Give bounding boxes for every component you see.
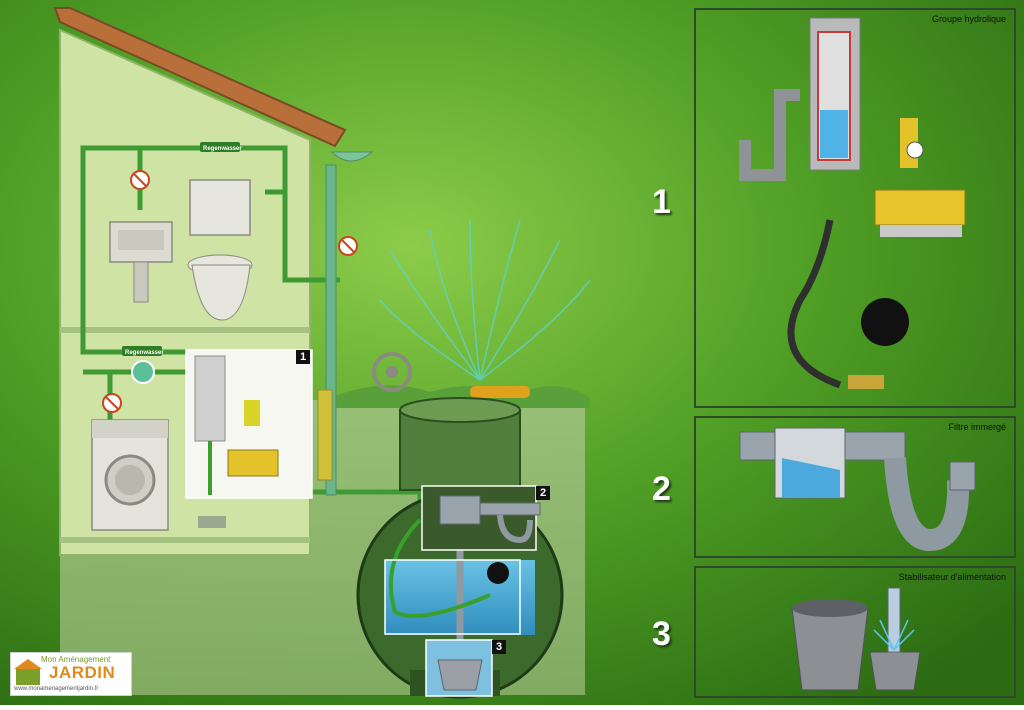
panel-submerged-filter-title: Filtre immergé — [948, 422, 1006, 432]
callout-2: 2 — [536, 486, 550, 500]
panel-stabilizer-title: Stabilisateur d'alimentation — [898, 572, 1006, 582]
pipe-label-tag-top — [200, 142, 240, 152]
floor-drain — [198, 516, 226, 528]
mini-stabilizer — [437, 659, 483, 691]
mini-filter — [439, 495, 541, 544]
panel-stabilizer: Stabilisateur d'alimentation — [694, 566, 1016, 698]
hose-reel — [372, 352, 530, 398]
toilet — [187, 179, 253, 321]
brand-logo-name: JARDIN — [49, 663, 116, 682]
valve-icon — [131, 360, 155, 384]
washing-machine — [91, 419, 169, 531]
water-tank — [356, 397, 564, 699]
brand-logo-url: www.monamenagementjardin.fr — [14, 686, 99, 692]
brand-logo-icon — [14, 659, 42, 685]
submerged-filter-illustration — [739, 427, 976, 552]
panel-pump-group-title: Groupe hydrolique — [931, 14, 1006, 24]
wash-basin — [109, 221, 173, 303]
pipe-label-tag-bottom — [122, 346, 162, 356]
callout-3: 3 — [492, 640, 506, 654]
brand-logo-tagline: Mon Aménagement — [41, 655, 111, 664]
brand-logo: Mon Aménagement JARDIN www.monamenagemen… — [10, 652, 132, 696]
pump-group-illustration — [739, 17, 966, 389]
panel-pump-group: Groupe hydrolique — [694, 8, 1016, 408]
callout-1: 1 — [296, 350, 310, 364]
roof — [53, 7, 347, 148]
mini-pump — [194, 355, 279, 495]
panel-submerged-filter: Filtre immergé — [694, 416, 1016, 558]
side-number-1: 1 — [652, 183, 671, 221]
sprinkler-spray — [379, 219, 591, 381]
downpipe — [317, 151, 374, 496]
stabilizer-illustration — [791, 587, 921, 691]
pipe-label-top: Regenwasser — [203, 146, 242, 152]
callout-frame-tank — [384, 559, 521, 635]
pipe-label-bottom: Regenwasser — [125, 350, 164, 356]
side-number-3: 3 — [652, 615, 671, 653]
side-number-2: 2 — [652, 470, 671, 508]
